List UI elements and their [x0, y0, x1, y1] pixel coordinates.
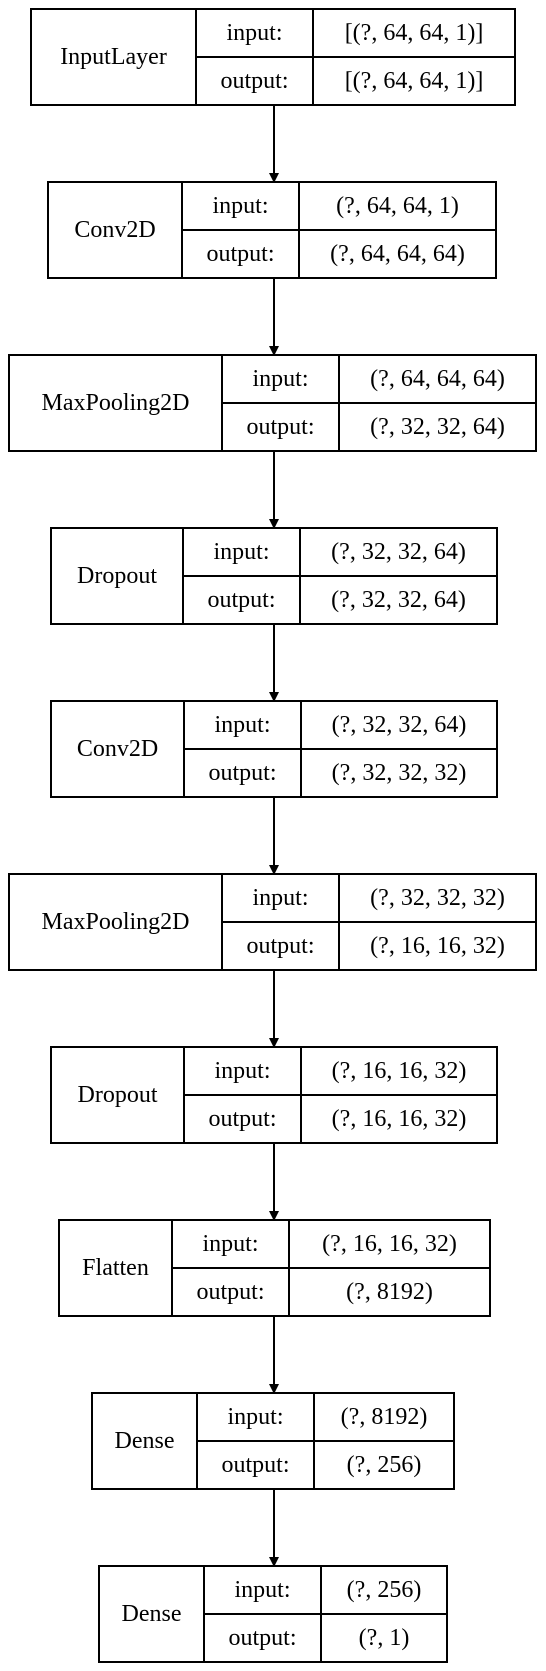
layer-name: Conv2D [77, 736, 158, 762]
layer-name: Flatten [82, 1255, 149, 1281]
output-shape: (?, 64, 64, 64) [330, 241, 465, 267]
layer-node-conv2d: Conv2D input: output: (?, 64, 64, 1) (?, 64,… [47, 181, 497, 279]
input-shape: (?, 16, 16, 32) [332, 1058, 467, 1084]
output-shape: (?, 8192) [346, 1279, 433, 1305]
output-label: output: [228, 1625, 296, 1651]
output-shape: (?, 16, 16, 32) [370, 933, 505, 959]
layer-node-flatten: Flatten input: output: (?, 16, 16, 32) (?, 8… [58, 1219, 491, 1317]
output-label: output: [208, 760, 276, 786]
layer-name: InputLayer [60, 44, 167, 70]
input-label: input: [213, 539, 269, 565]
layer-name: Dropout [78, 1082, 158, 1108]
input-shape: (?, 16, 16, 32) [322, 1231, 457, 1257]
output-label: output: [196, 1279, 264, 1305]
layer-node-conv2d: Conv2D input: output: (?, 32, 32, 64) (?, 32… [50, 700, 498, 798]
output-shape: [(?, 64, 64, 1)] [345, 68, 484, 94]
input-shape: (?, 64, 64, 64) [370, 366, 505, 392]
input-label: input: [202, 1231, 258, 1257]
output-shape: (?, 1) [359, 1625, 410, 1651]
output-label: output: [208, 1106, 276, 1132]
input-shape: (?, 32, 32, 64) [331, 539, 466, 565]
layer-node-dense: Dense input: output: (?, 256) (?, 1) [98, 1565, 448, 1663]
input-label: input: [226, 20, 282, 46]
output-shape: (?, 16, 16, 32) [332, 1106, 467, 1132]
input-label: input: [227, 1404, 283, 1430]
layer-name: Conv2D [74, 217, 155, 243]
input-label: input: [252, 366, 308, 392]
layer-node-maxpooling2d: MaxPooling2D input: output: (?, 32, 32, 32)… [8, 873, 537, 971]
output-label: output: [207, 587, 275, 613]
layer-name: Dense [115, 1428, 175, 1454]
input-label: input: [252, 885, 308, 911]
layer-node-dense: Dense input: output: (?, 8192) (?, 256) [91, 1392, 455, 1490]
output-label: output: [206, 241, 274, 267]
input-shape: (?, 256) [347, 1577, 422, 1603]
input-label: input: [214, 1058, 270, 1084]
output-shape: (?, 32, 32, 32) [332, 760, 467, 786]
layer-name: MaxPooling2D [41, 909, 189, 935]
layer-node-dropout: Dropout input: output: (?, 32, 32, 64) (?, 3… [50, 527, 498, 625]
input-shape: (?, 64, 64, 1) [336, 193, 459, 219]
layer-node-maxpooling2d: MaxPooling2D input: output: (?, 64, 64, 64)… [8, 354, 537, 452]
input-shape: (?, 8192) [341, 1404, 428, 1430]
output-shape: (?, 32, 32, 64) [331, 587, 466, 613]
input-shape: (?, 32, 32, 64) [332, 712, 467, 738]
output-label: output: [246, 933, 314, 959]
output-label: output: [220, 68, 288, 94]
layer-name: Dense [122, 1601, 182, 1627]
nodes: InputLayer input: output: [(?, 64, 64, 1)] [… [8, 8, 537, 1663]
input-label: input: [234, 1577, 290, 1603]
layer-node-inputlayer: InputLayer input: output: [(?, 64, 64, 1)] [… [30, 8, 516, 106]
input-shape: [(?, 64, 64, 1)] [345, 20, 484, 46]
input-label: input: [212, 193, 268, 219]
output-label: output: [221, 1452, 289, 1478]
output-shape: (?, 32, 32, 64) [370, 414, 505, 440]
input-shape: (?, 32, 32, 32) [370, 885, 505, 911]
layer-node-dropout: Dropout input: output: (?, 16, 16, 32) (?, 1… [50, 1046, 498, 1144]
layer-name: MaxPooling2D [41, 390, 189, 416]
layer-name: Dropout [77, 563, 157, 589]
output-label: output: [246, 414, 314, 440]
input-label: input: [214, 712, 270, 738]
output-shape: (?, 256) [347, 1452, 422, 1478]
